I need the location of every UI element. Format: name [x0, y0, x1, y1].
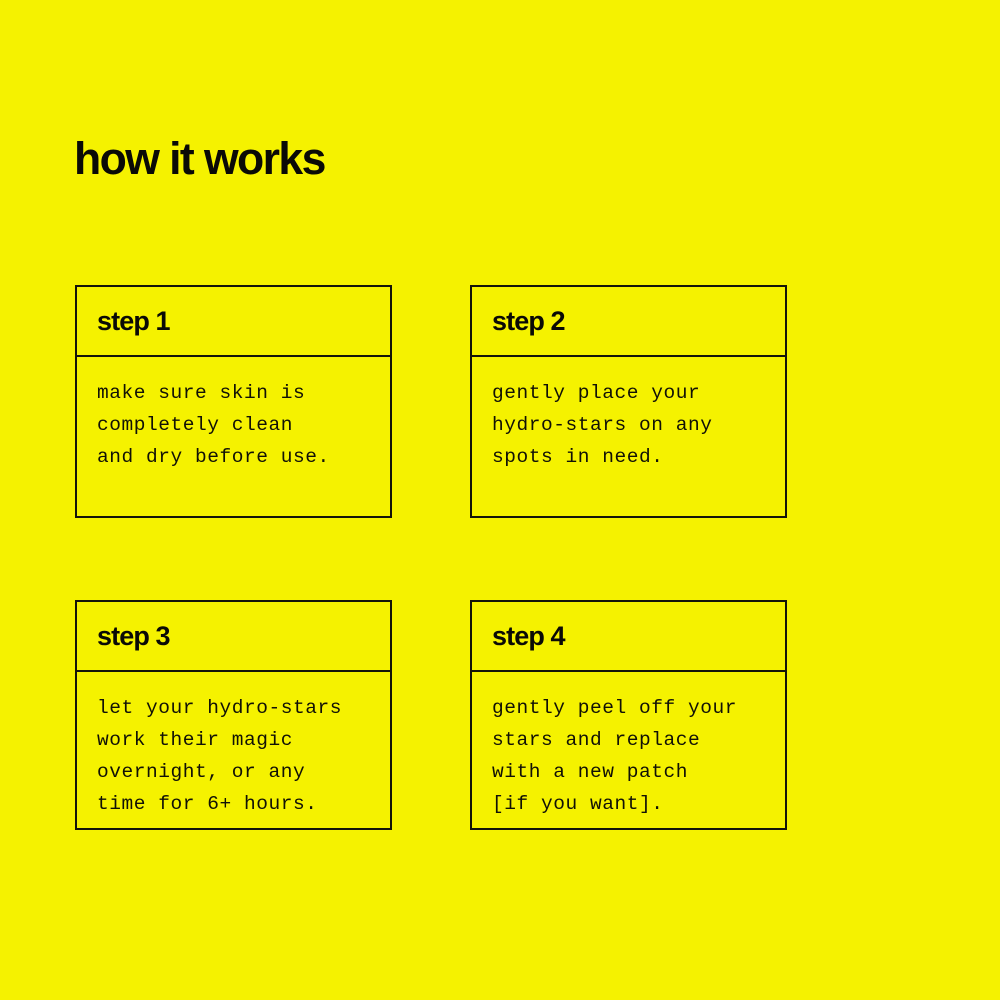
step-card-header-4: step 4: [472, 602, 785, 672]
step-card-title-4: step 4: [492, 621, 566, 651]
step-card-title-1: step 1: [97, 306, 171, 336]
step-card-4: step 4 gently peel off your stars and re…: [470, 600, 787, 830]
step-card-text-2: gently place your hydro-stars on any spo…: [492, 382, 713, 468]
step-card-title-2: step 2: [492, 306, 566, 336]
step-card-text-3: let your hydro-stars work their magic ov…: [97, 697, 343, 815]
step-card-text-4: gently peel off your stars and replace w…: [492, 697, 738, 815]
step-card-text-1: make sure skin is completely clean and d…: [97, 382, 330, 468]
step-card-body-4: gently peel off your stars and replace w…: [472, 672, 785, 828]
step-card-body-3: let your hydro-stars work their magic ov…: [77, 672, 390, 828]
step-card-title-3: step 3: [97, 621, 171, 651]
step-card-header-3: step 3: [77, 602, 390, 672]
step-card-2: step 2 gently place your hydro-stars on …: [470, 285, 787, 518]
steps-grid: step 1 make sure skin is completely clea…: [75, 285, 787, 830]
step-card-1: step 1 make sure skin is completely clea…: [75, 285, 392, 518]
page-title: how it works: [74, 133, 326, 185]
step-card-body-1: make sure skin is completely clean and d…: [77, 357, 390, 516]
step-card-3: step 3 let your hydro-stars work their m…: [75, 600, 392, 830]
step-card-header-1: step 1: [77, 287, 390, 357]
step-card-header-2: step 2: [472, 287, 785, 357]
step-card-body-2: gently place your hydro-stars on any spo…: [472, 357, 785, 516]
